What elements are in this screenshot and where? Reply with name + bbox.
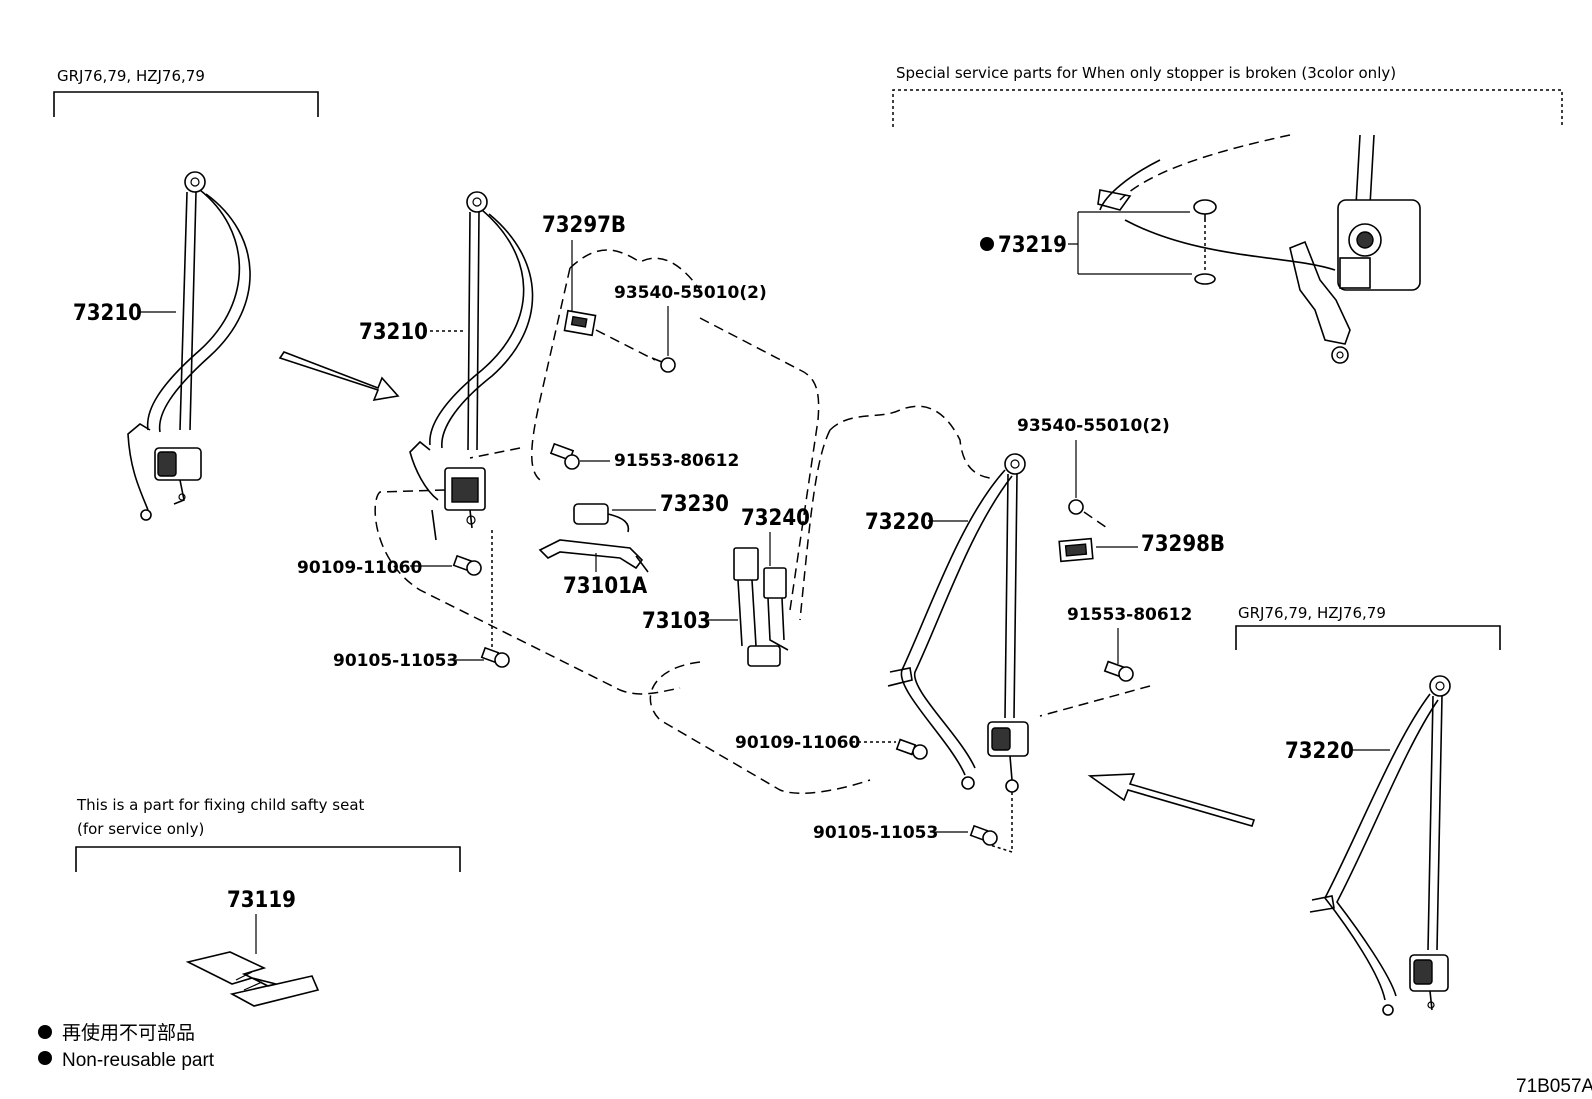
seat-belt-73220-right-illustration <box>1309 675 1451 1016</box>
non-reusable-marker-icon <box>980 237 994 251</box>
part-73103-illustration <box>733 547 781 667</box>
seatback-outline-left <box>531 267 571 481</box>
group-bracket-right <box>1235 625 1501 650</box>
seat-belt-73210-left-illustration <box>127 171 251 521</box>
legend-text-en: Non-reusable part <box>62 1050 215 1071</box>
callout-91553-left: 91553-80612 <box>614 451 739 471</box>
callout-93540-left: 93540-55010(2) <box>614 283 767 303</box>
part-73119-illustration <box>185 951 320 1007</box>
leader-73297b-bolt <box>595 329 656 361</box>
anchor-line <box>469 447 521 459</box>
group-bracket-child-seat <box>75 846 461 872</box>
legend: 再使用不可部品 Non-reusable part <box>38 1022 215 1071</box>
bolt-line-right <box>1039 685 1151 717</box>
callout-90109-right: 90109-11060 <box>735 733 861 753</box>
part-73297b-illustration <box>563 309 597 337</box>
seat-assembly-right: 73220 93540-55010(2) 73298B 91553-80612 … <box>735 405 1225 854</box>
part-73298b-illustration <box>1058 537 1094 563</box>
callout-73220-right: 73220 <box>1285 739 1354 764</box>
part-73240-illustration <box>763 567 789 651</box>
callout-73230: 73230 <box>660 492 729 517</box>
group-label-stopper: Special service parts for When only stop… <box>896 64 1396 82</box>
callout-73101a: 73101A <box>563 574 648 599</box>
screw-axis-right <box>1083 511 1111 531</box>
bolt-90109-left-illustration <box>452 554 482 576</box>
part-73230-illustration <box>573 503 630 533</box>
callout-90105-left: 90105-11053 <box>333 651 458 671</box>
legend-marker-jp-icon <box>38 1025 52 1039</box>
group-label-right: GRJ76,79, HZJ76,79 <box>1238 604 1386 622</box>
legend-marker-en-icon <box>38 1051 52 1065</box>
arrow-right-icon <box>278 351 400 402</box>
drawing-code: 71B057A <box>1516 1076 1592 1097</box>
bolt-axis-right <box>989 792 1013 854</box>
screw-93540-right-illustration <box>1068 499 1084 515</box>
part-73101a-illustration <box>538 539 649 573</box>
callout-73240: 73240 <box>741 506 810 531</box>
group-child-seat: This is a part for fixing child safty se… <box>75 796 461 1007</box>
center-cushion-outline <box>649 661 871 795</box>
seat-assembly-left: 73210 73297B 93540-55010(2) 91553-80612 <box>297 191 820 695</box>
child-seat-note-line-2: (for service only) <box>77 820 204 838</box>
seat-belt-73210-main-illustration <box>409 191 534 541</box>
callout-93540-right: 93540-55010(2) <box>1017 416 1170 436</box>
child-seat-note-line-1: This is a part for fixing child safty se… <box>76 796 365 814</box>
callout-73298b: 73298B <box>1141 532 1225 557</box>
callout-91553-right: 91553-80612 <box>1067 605 1192 625</box>
bolt-91553-right-illustration <box>1103 660 1134 682</box>
legend-text-jp: 再使用不可部品 <box>62 1022 195 1044</box>
screw-93540-left-illustration <box>651 357 676 373</box>
group-bracket-stopper <box>892 89 1563 127</box>
right-seatback-outline-left <box>799 429 831 621</box>
seat-cushion-outline <box>374 489 681 695</box>
bolt-90109-right-illustration <box>895 738 928 760</box>
callout-73103: 73103 <box>642 609 711 634</box>
seat-belt-73220-main-illustration <box>887 453 1029 793</box>
seatback-outline-right <box>699 317 820 611</box>
part-73219-illustration <box>1193 199 1217 285</box>
group-right-models: GRJ76,79, HZJ76,79 73220 <box>1235 604 1501 1016</box>
callout-73210-main: 73210 <box>359 320 428 345</box>
callout-73220-main: 73220 <box>865 510 934 535</box>
bolt-90105-right-illustration <box>969 824 998 846</box>
callout-73119: 73119 <box>227 888 296 913</box>
leader-73219 <box>1068 211 1192 275</box>
callout-73297b: 73297B <box>542 213 626 238</box>
group-bracket-top-left <box>53 91 319 117</box>
group-top-left: GRJ76,79, HZJ76,79 73210 <box>53 67 319 521</box>
retractor-detail-illustration <box>1097 134 1421 364</box>
bolt-90105-left-illustration <box>480 646 510 668</box>
callout-90109-left: 90109-11060 <box>297 558 423 578</box>
group-label-top-left: GRJ76,79, HZJ76,79 <box>57 67 205 85</box>
callout-73219: 73219 <box>998 233 1067 258</box>
callout-90105-right: 90105-11053 <box>813 823 938 843</box>
bolt-91553-left-illustration <box>549 442 580 470</box>
arrow-left-icon <box>1087 773 1256 827</box>
center-buckles: 73240 73103 <box>642 506 871 795</box>
group-stopper-service: Special service parts for When only stop… <box>892 64 1563 364</box>
right-seatback-outline-top <box>829 405 991 479</box>
callout-73210-left: 73210 <box>73 301 142 326</box>
